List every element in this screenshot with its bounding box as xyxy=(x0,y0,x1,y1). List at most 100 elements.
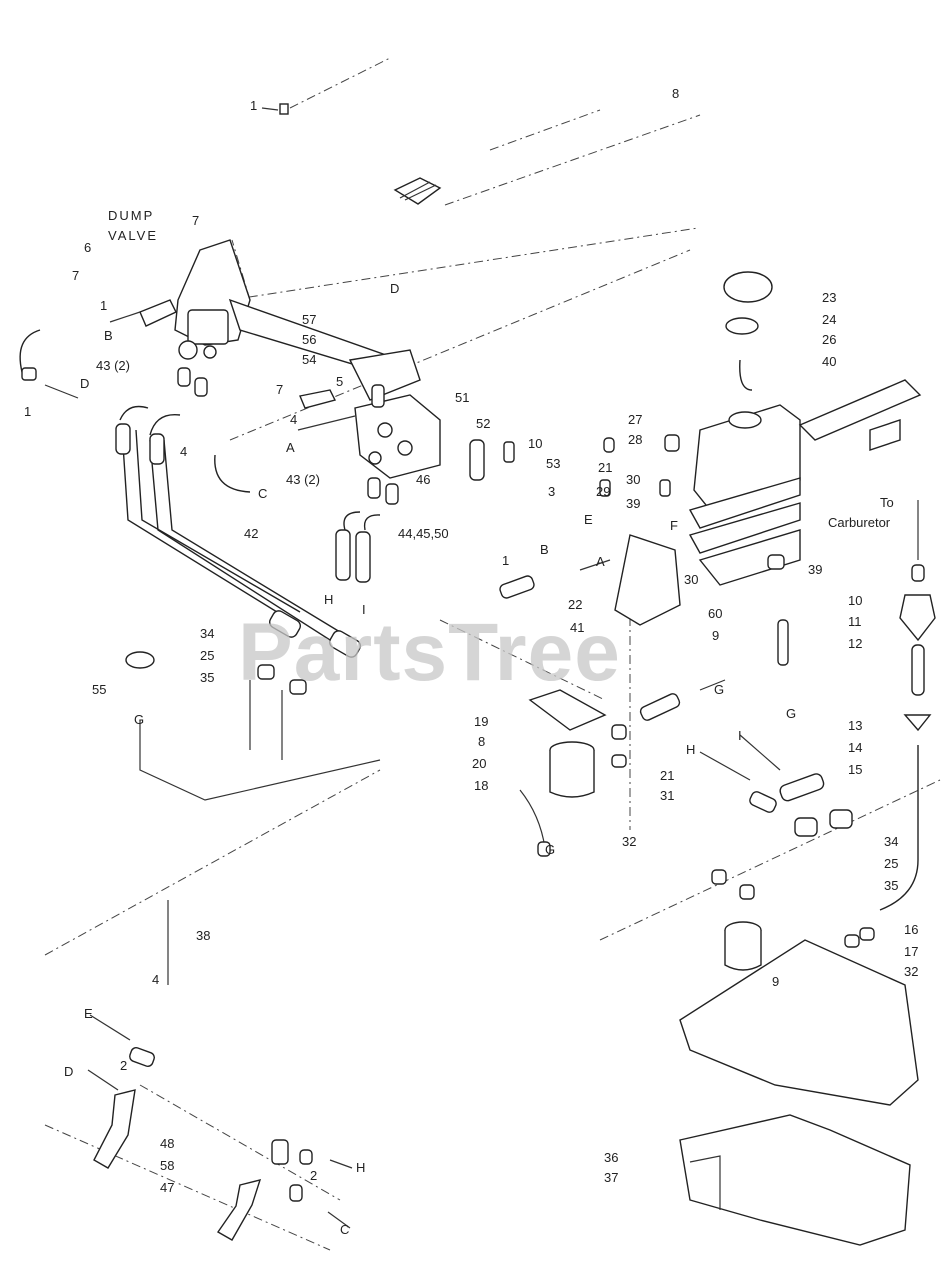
callouts: 6 7 1 B 43 (2) D 1 57 56 54 7 5 4 A 51 5… xyxy=(24,240,918,1237)
callout: 2 xyxy=(120,1058,127,1073)
callout: D xyxy=(64,1064,73,1079)
callout: 9 xyxy=(712,628,719,643)
construction-lines xyxy=(44,57,941,1251)
callout: 7 xyxy=(276,382,283,397)
callout: 47 xyxy=(160,1180,174,1195)
dump-valve-assembly xyxy=(19,239,421,436)
callout: G xyxy=(545,842,555,857)
callout: 22 xyxy=(568,597,582,612)
callout: H xyxy=(686,742,695,757)
callout: 5 xyxy=(336,374,343,389)
callout: 20 xyxy=(472,756,486,771)
callout: 52 xyxy=(476,416,490,431)
callout: 7 xyxy=(72,268,79,283)
watermark: PartsTree xyxy=(238,607,621,698)
callout: 35 xyxy=(200,670,214,685)
ref-7-valve: 7 xyxy=(192,213,199,228)
engine-base xyxy=(679,921,919,1246)
ref-D-frame: D xyxy=(390,281,399,296)
callout: 25 xyxy=(884,856,898,871)
callout: 42 xyxy=(244,526,258,541)
callout: 53 xyxy=(546,456,560,471)
leader-lines xyxy=(44,107,919,1229)
fuel-tank xyxy=(599,271,922,586)
callout: 27 xyxy=(628,412,642,427)
callout: 17 xyxy=(904,944,918,959)
carburetor-label-2: Carburetor xyxy=(828,515,891,530)
callout: 31 xyxy=(660,788,674,803)
callout: 10 xyxy=(528,436,542,451)
control-valve xyxy=(214,384,515,583)
carburetor-label-1: To xyxy=(880,495,894,510)
callout: 38 xyxy=(196,928,210,943)
callout: 24 xyxy=(822,312,836,327)
callout: 21 xyxy=(598,460,612,475)
callout: H xyxy=(356,1160,365,1175)
callout: 23 xyxy=(822,290,836,305)
callout: 41 xyxy=(570,620,584,635)
callout: 43 (2) xyxy=(96,358,130,373)
callout: 37 xyxy=(604,1170,618,1185)
bracket-filter xyxy=(499,534,681,857)
callout: 35 xyxy=(884,878,898,893)
callout: 39 xyxy=(626,496,640,511)
callout: I xyxy=(738,728,742,743)
callout: 44,45,50 xyxy=(398,526,449,541)
callout: A xyxy=(286,440,295,455)
callout: 16 xyxy=(904,922,918,937)
callout: D xyxy=(80,376,89,391)
callout: 11 xyxy=(848,614,862,629)
callout: 13 xyxy=(848,718,862,733)
callout: 3 xyxy=(548,484,555,499)
callout: 28 xyxy=(628,432,642,447)
callout: 9 xyxy=(772,974,779,989)
callout: 57 xyxy=(302,312,316,327)
callout: 60 xyxy=(708,606,722,621)
callout: 34 xyxy=(200,626,214,641)
callout: 4 xyxy=(152,972,159,987)
callout: 14 xyxy=(848,740,862,755)
callout: C xyxy=(340,1222,349,1237)
callout: G xyxy=(786,706,796,721)
callout: F xyxy=(670,518,678,533)
dump-valve-title-1: DUMP xyxy=(108,208,154,223)
callout: 43 (2) xyxy=(286,472,320,487)
callout: 10 xyxy=(848,593,862,608)
callout: 36 xyxy=(604,1150,618,1165)
labels: 8 1 DUMP VALVE 7 D To Carburetor xyxy=(108,86,894,530)
callout: 55 xyxy=(92,682,106,697)
ref-1-top: 1 xyxy=(250,98,257,113)
callout: 54 xyxy=(302,352,316,367)
callout: 2 xyxy=(310,1168,317,1183)
callout: 21 xyxy=(660,768,674,783)
fuel-filter-line xyxy=(711,510,936,948)
callout: 29 xyxy=(596,484,610,499)
dump-valve-title-2: VALVE xyxy=(108,228,158,243)
hose-lines xyxy=(115,423,381,801)
callout: 8 xyxy=(478,734,485,749)
callout: 1 xyxy=(100,298,107,313)
callout: 48 xyxy=(160,1136,174,1151)
callout: C xyxy=(258,486,267,501)
callout: 15 xyxy=(848,762,862,777)
callout: 58 xyxy=(160,1158,174,1173)
callout: 40 xyxy=(822,354,836,369)
callout: 30 xyxy=(626,472,640,487)
callout: 39 xyxy=(808,562,822,577)
callout: 4 xyxy=(180,444,187,459)
handle-assembly xyxy=(279,103,442,205)
callout: 12 xyxy=(848,636,862,651)
callout: 46 xyxy=(416,472,430,487)
callout: E xyxy=(84,1006,93,1021)
callout: B xyxy=(540,542,549,557)
callout: 32 xyxy=(622,834,636,849)
callout: 32 xyxy=(904,964,918,979)
callout: 25 xyxy=(200,648,214,663)
callout: E xyxy=(584,512,593,527)
callout: H xyxy=(324,592,333,607)
callout: 30 xyxy=(684,572,698,587)
callout: 4 xyxy=(290,412,297,427)
callout: 34 xyxy=(884,834,898,849)
callout: G xyxy=(714,682,724,697)
callout: 19 xyxy=(474,714,488,729)
